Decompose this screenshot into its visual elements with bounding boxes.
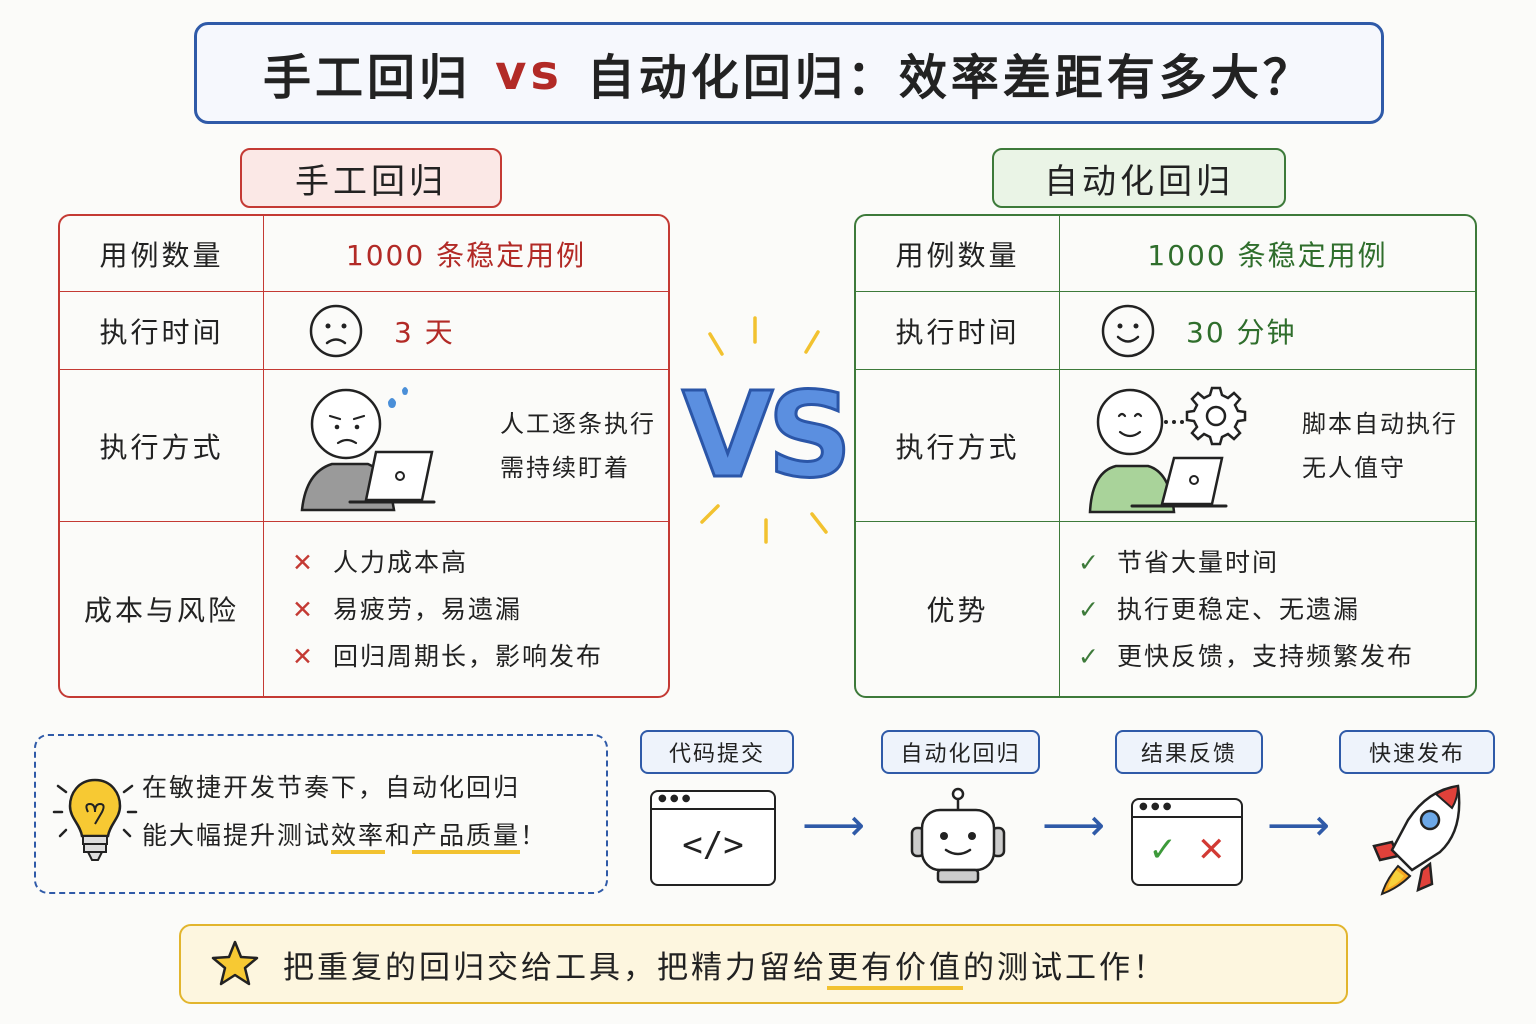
lightbulb-icon bbox=[52, 778, 138, 861]
manual-value-count-cell: 1000 条稳定用例 bbox=[264, 216, 668, 292]
auto-table: 用例数量 1000 条稳定用例 执行时间 30 分钟 执行方式 bbox=[854, 214, 1477, 698]
title-vs: vs bbox=[495, 45, 563, 101]
auto-value-count: 1000 条稳定用例 bbox=[1147, 238, 1388, 272]
auto-method-note: 无人值守 bbox=[1302, 453, 1406, 482]
auto-label-advantage: 优势 bbox=[856, 522, 1060, 696]
robot-icon bbox=[910, 787, 1006, 884]
highlight-more-valuable: 更有价值 bbox=[827, 949, 963, 990]
title-left: 手工回归 bbox=[263, 50, 472, 106]
arrow-right-icon: ⟶ bbox=[1267, 800, 1331, 851]
manual-value-count: 1000 条稳定用例 bbox=[345, 238, 587, 272]
list-item: ✕回归周期长，影响发布 bbox=[292, 641, 603, 671]
vs-label: VS bbox=[680, 365, 853, 506]
page-title: 手工回归 vs 自动化回归：效率差距有多大？ bbox=[194, 22, 1384, 124]
auto-value-method-cell: 脚本自动执行 无人值守 bbox=[1060, 370, 1475, 522]
manual-label-time: 执行时间 bbox=[60, 292, 264, 370]
manual-method-note: 需持续盯着 bbox=[500, 453, 630, 482]
arrow-right-icon: ⟶ bbox=[1042, 800, 1106, 851]
info-line-1: 在敏捷开发节奏下，自动化回归 bbox=[142, 773, 521, 802]
manual-risk-list: ✕人力成本高 ✕易疲劳，易遗漏 ✕回归周期长，影响发布 bbox=[264, 539, 603, 680]
list-item: ✕易疲劳，易遗漏 bbox=[292, 594, 522, 624]
bottom-banner: 把重复的回归交给工具，把精力留给更有价值的测试工作！ bbox=[179, 924, 1348, 1004]
check-icon: ✓ bbox=[1078, 547, 1101, 577]
auto-value-time: 30 分钟 bbox=[1186, 315, 1297, 349]
auto-tag: 自动化回归 bbox=[992, 148, 1286, 208]
star-icon bbox=[211, 940, 259, 986]
result-window-icon: ● ● ● ✓ ✕ bbox=[1131, 798, 1243, 886]
auto-advantage-cell: ✓节省大量时间 ✓执行更稳定、无遗漏 ✓更快反馈，支持频繁发布 bbox=[1060, 522, 1475, 696]
vs-burst: VS bbox=[680, 310, 854, 560]
title-right: 自动化回归：效率差距有多大？ bbox=[586, 50, 1315, 106]
info-box: 在敏捷开发节奏下，自动化回归 能大幅提升测试效率和产品质量！ bbox=[34, 734, 608, 894]
code-window-icon: ● ● ● </> bbox=[650, 790, 776, 886]
auto-method-notes: 脚本自动执行 无人值守 bbox=[1302, 402, 1458, 490]
happy-face-icon bbox=[1101, 304, 1155, 357]
manual-label-count: 用例数量 bbox=[60, 216, 264, 292]
highlight-efficiency: 效率 bbox=[331, 821, 386, 854]
list-item: ✕人力成本高 bbox=[292, 547, 468, 577]
flow-step-release-tag: 快速发布 bbox=[1339, 730, 1495, 774]
check-icon: ✓ bbox=[1078, 641, 1101, 671]
window-dots-icon: ● ● ● bbox=[1133, 800, 1241, 818]
list-item: ✓节省大量时间 bbox=[1078, 547, 1279, 577]
banner-text: 把重复的回归交给工具，把精力留给更有价值的测试工作！ bbox=[283, 942, 1167, 990]
cross-icon: ✕ bbox=[292, 641, 315, 671]
check-icon: ✓ bbox=[1148, 830, 1178, 870]
auto-value-count-cell: 1000 条稳定用例 bbox=[1060, 216, 1475, 292]
manual-label-risk: 成本与风险 bbox=[60, 522, 264, 696]
auto-value-time-cell: 30 分钟 bbox=[1060, 292, 1475, 370]
manual-value-time-cell: 3 天 bbox=[264, 292, 668, 370]
window-dots-icon: ● ● ● bbox=[652, 792, 774, 810]
rocket-icon bbox=[1372, 784, 1461, 896]
auto-label-count: 用例数量 bbox=[856, 216, 1060, 292]
manual-value-time: 3 天 bbox=[394, 315, 455, 349]
manual-value-method-cell: 人工逐条执行 需持续盯着 bbox=[264, 370, 668, 522]
manual-table: 用例数量 1000 条稳定用例 执行时间 3 天 执行方式 人工逐条执 bbox=[58, 214, 670, 698]
sad-face-icon bbox=[309, 304, 363, 357]
manual-risk-cell: ✕人力成本高 ✕易疲劳，易遗漏 ✕回归周期长，影响发布 bbox=[264, 522, 668, 696]
cross-icon: ✕ bbox=[1197, 830, 1226, 870]
auto-advantage-list: ✓节省大量时间 ✓执行更稳定、无遗漏 ✓更快反馈，支持频繁发布 bbox=[1060, 539, 1414, 680]
flow-step-feedback-tag: 结果反馈 bbox=[1115, 730, 1263, 774]
info-text: 在敏捷开发节奏下，自动化回归 能大幅提升测试效率和产品质量！ bbox=[142, 764, 547, 860]
manual-label-method: 执行方式 bbox=[60, 370, 264, 522]
vs-rays-icon bbox=[700, 316, 828, 544]
check-icon: ✓ bbox=[1078, 594, 1101, 624]
auto-method-note: 脚本自动执行 bbox=[1302, 409, 1458, 438]
auto-label-method: 执行方式 bbox=[856, 370, 1060, 522]
person-laptop-gear-icon bbox=[1088, 386, 1247, 513]
manual-tag: 手工回归 bbox=[240, 148, 502, 208]
cross-icon: ✕ bbox=[292, 594, 315, 624]
flow-step-regression-tag: 自动化回归 bbox=[881, 730, 1040, 774]
cross-icon: ✕ bbox=[292, 547, 315, 577]
manual-method-notes: 人工逐条执行 需持续盯着 bbox=[500, 402, 656, 490]
list-item: ✓更快反馈，支持频繁发布 bbox=[1078, 641, 1414, 671]
info-line-2: 能大幅提升测试效率和产品质量！ bbox=[142, 812, 547, 860]
arrow-right-icon: ⟶ bbox=[802, 800, 866, 851]
manual-method-note: 人工逐条执行 bbox=[500, 409, 656, 438]
highlight-quality: 产品质量 bbox=[412, 821, 521, 854]
result-marks: ✓ ✕ bbox=[1133, 818, 1241, 882]
auto-label-time: 执行时间 bbox=[856, 292, 1060, 370]
list-item: ✓执行更稳定、无遗漏 bbox=[1078, 594, 1360, 624]
flow-step-commit-tag: 代码提交 bbox=[640, 730, 794, 774]
person-laptop-stressed-icon bbox=[300, 386, 436, 511]
code-symbol: </> bbox=[682, 825, 744, 865]
